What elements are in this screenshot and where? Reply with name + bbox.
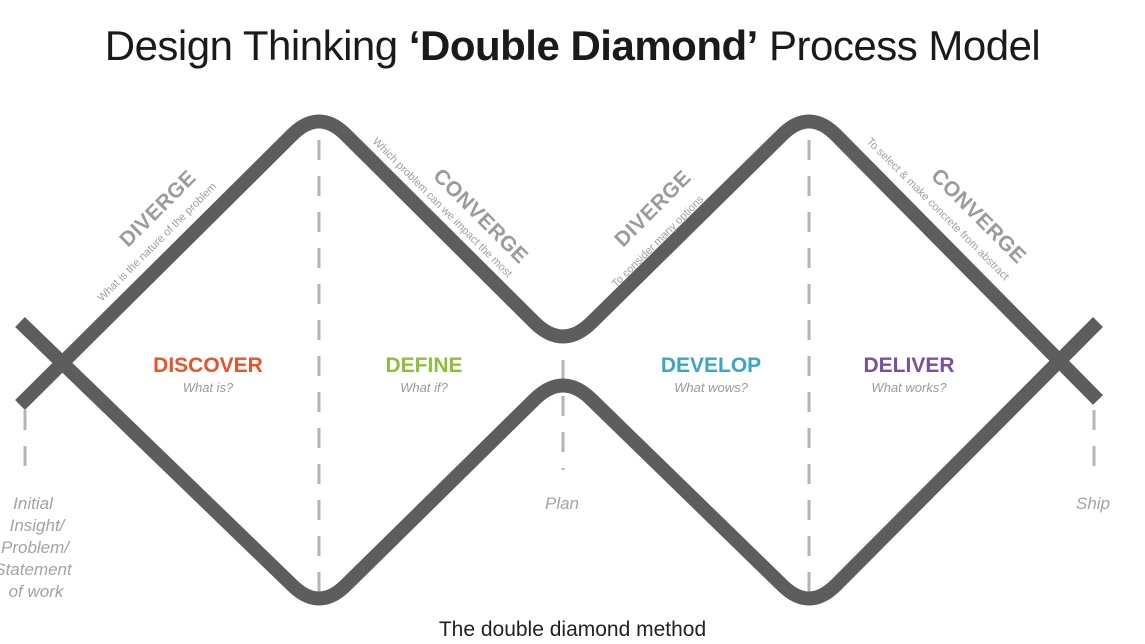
upper-diamond-line [15,114,1103,410]
phase-discover-sub: What is? [183,380,234,395]
milestone-start: Initial Insight/ Problem/ Statement of w… [0,494,73,601]
phase-develop-sub: What wows? [674,380,748,395]
phase-deliver: DELIVER [863,354,954,377]
milestone-ship: Ship [1076,494,1110,513]
phase-develop: DEVELOP [661,354,761,377]
title-part-3: Process Model [757,22,1041,69]
figure-caption: The double diamond method [438,618,707,641]
milestone-start-line: Problem/ [1,538,71,557]
diagram-title: Design Thinking ‘Double Diamond’ Process… [0,22,1145,70]
diamond-lines [15,114,1103,606]
title-part-1: Design Thinking [104,22,409,69]
phase-discover: DISCOVER [153,354,263,377]
annotation-converge-2: CONVERGE To select & make concrete from … [864,136,1031,283]
milestone-start-line: Insight/ [10,516,67,535]
phase-define: DEFINE [385,354,462,377]
annotation-desc: Which problem can we impact the most [370,136,514,280]
phase-define-sub: What if? [400,380,448,395]
lower-diamond-line [15,316,1103,606]
annotation-converge-1: CONVERGE Which problem can we impact the… [370,136,533,280]
phase-labels: DISCOVER What is? DEFINE What if? DEVELO… [153,354,954,395]
dashed-guides [23,140,1096,600]
milestone-start-line: of work [9,582,65,601]
milestone-plan: Plan [545,494,579,513]
milestone-start-line: Initial [13,494,54,513]
milestone-start-line: Statement [0,560,73,579]
phase-deliver-sub: What works? [871,380,947,395]
title-part-2: ‘Double Diamond’ [408,22,759,69]
